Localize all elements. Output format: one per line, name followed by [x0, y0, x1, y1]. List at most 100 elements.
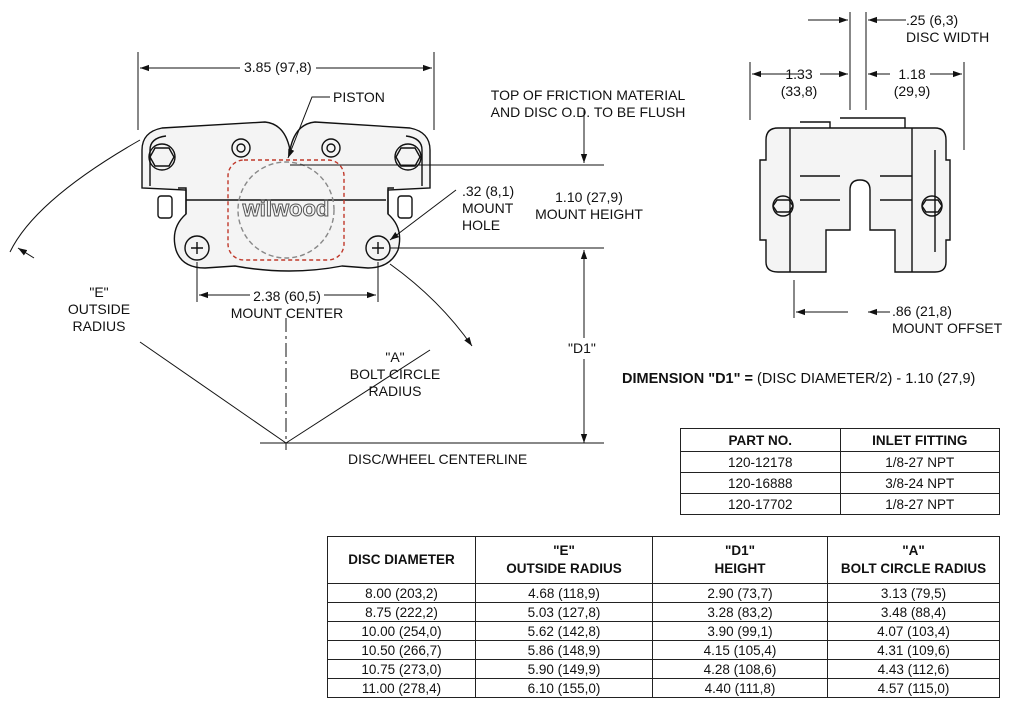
d1-height-cell: 4.15 (105,4): [652, 640, 828, 660]
outside-radius-line3: RADIUS: [72, 318, 126, 334]
disc-diameter-cell: 10.75 (273,0): [327, 659, 476, 679]
caliper-side-view: [759, 117, 951, 273]
disc-diameter-cell: 10.50 (266,7): [327, 640, 476, 660]
outside-radius-cell: 5.86 (148,9): [475, 640, 653, 660]
header-line: HEIGHT: [714, 561, 766, 576]
header-inlet-fitting: INLET FITTING: [839, 428, 1000, 452]
d1-formula-rest: (DISC DIAMETER/2) - 1.10 (27,9): [752, 371, 976, 387]
header-part-no: PART NO.: [680, 428, 841, 452]
caliper-front-view: [141, 121, 431, 272]
part-no-cell: 120-16888: [680, 472, 841, 494]
part-no-cell: 120-17702: [680, 493, 841, 515]
table-header-row: PART NO. INLET FITTING: [680, 428, 1000, 452]
d1-label: "D1": [566, 338, 598, 359]
header-disc-diameter: DISC DIAMETER: [327, 536, 476, 584]
mount-hole-line1: .32 (8,1): [462, 183, 515, 199]
wilwood-logo: wilwood: [242, 196, 330, 221]
table-row: 10.00 (254,0) 5.62 (142,8) 3.90 (99,1) 4…: [327, 621, 1000, 641]
table-row: 10.50 (266,7) 5.86 (148,9) 4.15 (105,4) …: [327, 640, 1000, 660]
d1-formula: DIMENSION "D1" = (DISC DIAMETER/2) - 1.1…: [622, 371, 975, 387]
table-row: 120-16888 3/8-24 NPT: [680, 472, 1000, 494]
disc-diameter-cell: 10.00 (254,0): [327, 621, 476, 641]
header-line: DISC DIAMETER: [348, 552, 455, 567]
mount-hole-line3: HOLE: [462, 217, 501, 233]
bolt-circle-radius-cell: 3.48 (88,4): [827, 602, 1000, 622]
left-width-line1: 1.33: [785, 66, 813, 82]
bolt-circle-radius-cell: 4.57 (115,0): [827, 678, 1000, 698]
inlet-fitting-cell: 1/8-27 NPT: [839, 451, 1000, 473]
outside-radius-cell: 5.90 (149,9): [475, 659, 653, 679]
disc-diameter-cell: 11.00 (278,4): [327, 678, 476, 698]
outside-radius-label: "E" OUTSIDE RADIUS: [62, 284, 136, 335]
header-outside-radius: "E" OUTSIDE RADIUS: [475, 536, 653, 584]
flush-note-line2: AND DISC O.D. TO BE FLUSH: [490, 104, 686, 120]
bolt-circle-radius-cell: 4.31 (109,6): [827, 640, 1000, 660]
right-width-line2: (29,9): [893, 83, 931, 99]
mount-offset-line2: MOUNT OFFSET: [892, 320, 1003, 336]
bolt-circle-line3: RADIUS: [368, 383, 422, 399]
mount-height-line1: 1.10 (27,9): [555, 189, 623, 205]
mount-center-line2: MOUNT CENTER: [230, 305, 344, 321]
table-row: 11.00 (278,4) 6.10 (155,0) 4.40 (111,8) …: [327, 678, 1000, 698]
centerline-label: DISC/WHEEL CENTERLINE: [348, 451, 528, 467]
outside-radius-cell: 6.10 (155,0): [475, 678, 653, 698]
piston-outline: [227, 159, 345, 261]
disc-width-label: .25 (6,3) DISC WIDTH: [906, 12, 989, 46]
d1-height-cell: 4.40 (111,8): [652, 678, 828, 698]
d1-formula-bold: DIMENSION "D1" =: [622, 371, 753, 387]
piston-label: PISTON: [333, 89, 385, 105]
outside-radius-line1: "E": [89, 284, 109, 300]
flush-note: TOP OF FRICTION MATERIAL AND DISC O.D. T…: [478, 87, 698, 121]
right-width-line1: 1.18: [898, 66, 926, 82]
table-row: 120-12178 1/8-27 NPT: [680, 451, 1000, 473]
mount-hole-line2: MOUNT: [462, 200, 514, 216]
header-line: "E": [553, 543, 575, 558]
inlet-fitting-cell: 1/8-27 NPT: [839, 493, 1000, 515]
bolt-circle-line1: "A": [385, 349, 405, 365]
disc-width-line1: .25 (6,3): [906, 12, 959, 28]
bolt-circle-label: "A" BOLT CIRCLE RADIUS: [340, 349, 450, 400]
d1-height-cell: 3.90 (99,1): [652, 621, 828, 641]
table-row: 8.75 (222,2) 5.03 (127,8) 3.28 (83,2) 3.…: [327, 602, 1000, 622]
inlet-fitting-cell: 3/8-24 NPT: [839, 472, 1000, 494]
mount-offset-line1: .86 (21,8): [892, 303, 952, 319]
outside-radius-cell: 4.68 (118,9): [475, 583, 653, 603]
d1-height-cell: 4.28 (108,6): [652, 659, 828, 679]
flush-note-line1: TOP OF FRICTION MATERIAL: [490, 87, 686, 103]
left-width-label: 1.33 (33,8): [776, 66, 822, 100]
bolt-circle-radius-cell: 3.13 (79,5): [827, 583, 1000, 603]
mount-center-label: 2.38 (60,5) MOUNT CENTER: [222, 288, 352, 322]
table-row: 10.75 (273,0) 5.90 (149,9) 4.28 (108,6) …: [327, 659, 1000, 679]
header-d1-height: "D1" HEIGHT: [652, 536, 828, 584]
mount-height-line2: MOUNT HEIGHT: [535, 206, 643, 222]
header-line: "D1": [724, 543, 756, 558]
outside-radius-line2: OUTSIDE: [67, 301, 131, 317]
mount-height-label: 1.10 (27,9) MOUNT HEIGHT: [530, 189, 648, 223]
bolt-circle-line2: BOLT CIRCLE: [349, 366, 441, 382]
table-row: 120-17702 1/8-27 NPT: [680, 493, 1000, 515]
outside-radius-cell: 5.03 (127,8): [475, 602, 653, 622]
side-body-outline: [759, 127, 951, 273]
table-row: 8.00 (203,2) 4.68 (118,9) 2.90 (73,7) 3.…: [327, 583, 1000, 603]
disc-width-line2: DISC WIDTH: [906, 29, 990, 45]
header-line: OUTSIDE RADIUS: [506, 561, 622, 576]
width-dimension-label: 3.85 (97,8): [240, 59, 316, 76]
disc-diameter-cell: 8.75 (222,2): [327, 602, 476, 622]
table-header-row: DISC DIAMETER "E" OUTSIDE RADIUS "D1" HE…: [327, 536, 1000, 584]
mount-hole-left: [184, 235, 210, 261]
header-bolt-circle-radius: "A" BOLT CIRCLE RADIUS: [827, 536, 1000, 584]
part-no-cell: 120-12178: [680, 451, 841, 473]
disc-diameter-cell: 8.00 (203,2): [327, 583, 476, 603]
bolt-circle-radius-cell: 4.43 (112,6): [827, 659, 1000, 679]
left-width-line2: (33,8): [780, 83, 818, 99]
header-line: BOLT CIRCLE RADIUS: [840, 561, 987, 576]
outside-radius-cell: 5.62 (142,8): [475, 621, 653, 641]
inlet-fitting-table: PART NO. INLET FITTING 120-12178 1/8-27 …: [680, 428, 1000, 515]
mount-hole-label: .32 (8,1) MOUNT HOLE: [462, 183, 514, 234]
disc-dimension-table: DISC DIAMETER "E" OUTSIDE RADIUS "D1" HE…: [327, 536, 1000, 698]
mount-offset-label: .86 (21,8) MOUNT OFFSET: [892, 303, 1002, 337]
header-line: "A": [902, 543, 925, 558]
bolt-circle-radius-cell: 4.07 (103,4): [827, 621, 1000, 641]
right-width-label: 1.18 (29,9): [889, 66, 935, 100]
